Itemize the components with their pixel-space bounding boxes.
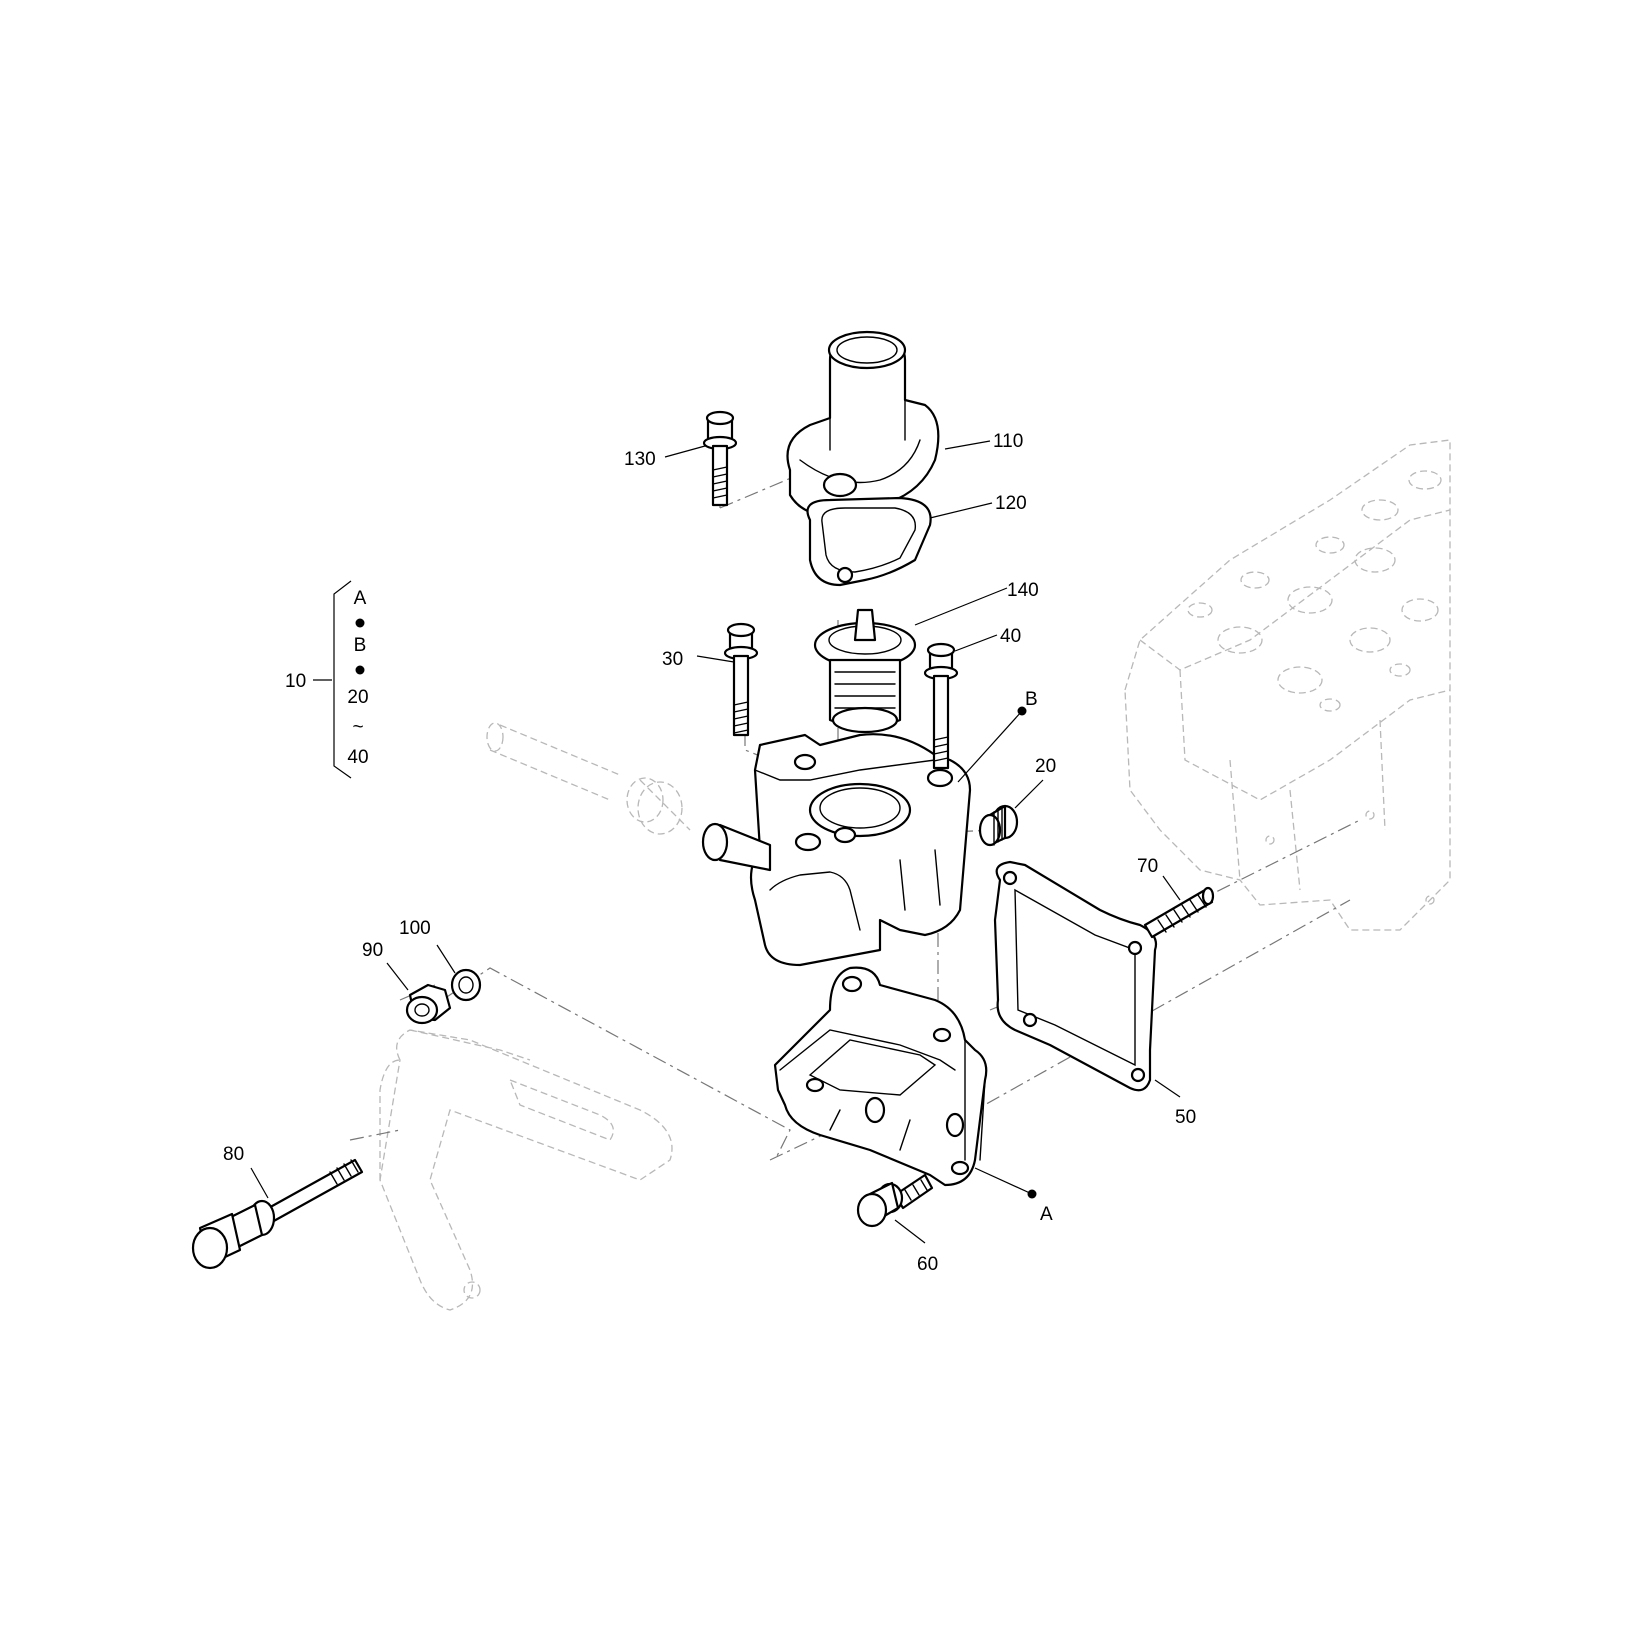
ghost-engine-block [1124,439,1451,931]
legend-dot-2 [355,665,365,675]
stud [1143,886,1215,939]
washer-100 [450,968,482,1002]
outlet-gasket [806,496,932,587]
bolt-60 [856,1173,934,1228]
callout-20: 20 [1035,756,1056,777]
legend-label-b: B [354,635,367,656]
housing-gasket [993,860,1158,1092]
ghost-hose [486,722,691,835]
callout-120: 120 [995,493,1027,514]
leader-lines [250,440,1181,1244]
ref-label-a: A [1040,1204,1053,1225]
legend-label-40: 40 [347,747,368,768]
callout-140: 140 [1007,580,1039,601]
bolt-30 [723,622,759,737]
bolt-40 [923,642,959,770]
ref-label-b: B [1025,689,1038,710]
ghost-bracket [379,1029,673,1311]
bolt-80 [191,1158,364,1270]
callout-80: 80 [223,1144,244,1165]
callout-60: 60 [917,1254,938,1275]
legend-tilde: ~ [352,717,363,738]
callout-70: 70 [1137,856,1158,877]
nut-90 [405,983,452,1025]
callout-30: 30 [662,649,683,670]
callout-50: 50 [1175,1107,1196,1128]
thermostat [813,608,917,734]
thermostat-housing [701,733,972,967]
callout-labels: 10 20 30 40 50 60 70 80 90 100 110 120 1… [223,431,1196,1275]
callout-40: 40 [1000,626,1021,647]
callout-100: 100 [399,918,431,939]
plug [978,804,1019,847]
callout-110: 110 [993,431,1023,452]
callout-10: 10 [285,671,306,692]
callout-90: 90 [362,940,383,961]
legend-dot-1 [355,618,365,628]
lower-housing [773,966,988,1187]
bolt-130 [702,410,738,507]
legend-label-20: 20 [347,687,368,708]
group-legend: A B 20 ~ 40 [333,580,369,779]
legend-label-a: A [354,588,367,609]
water-outlet-pipe [786,330,940,517]
callout-130: 130 [624,449,656,470]
